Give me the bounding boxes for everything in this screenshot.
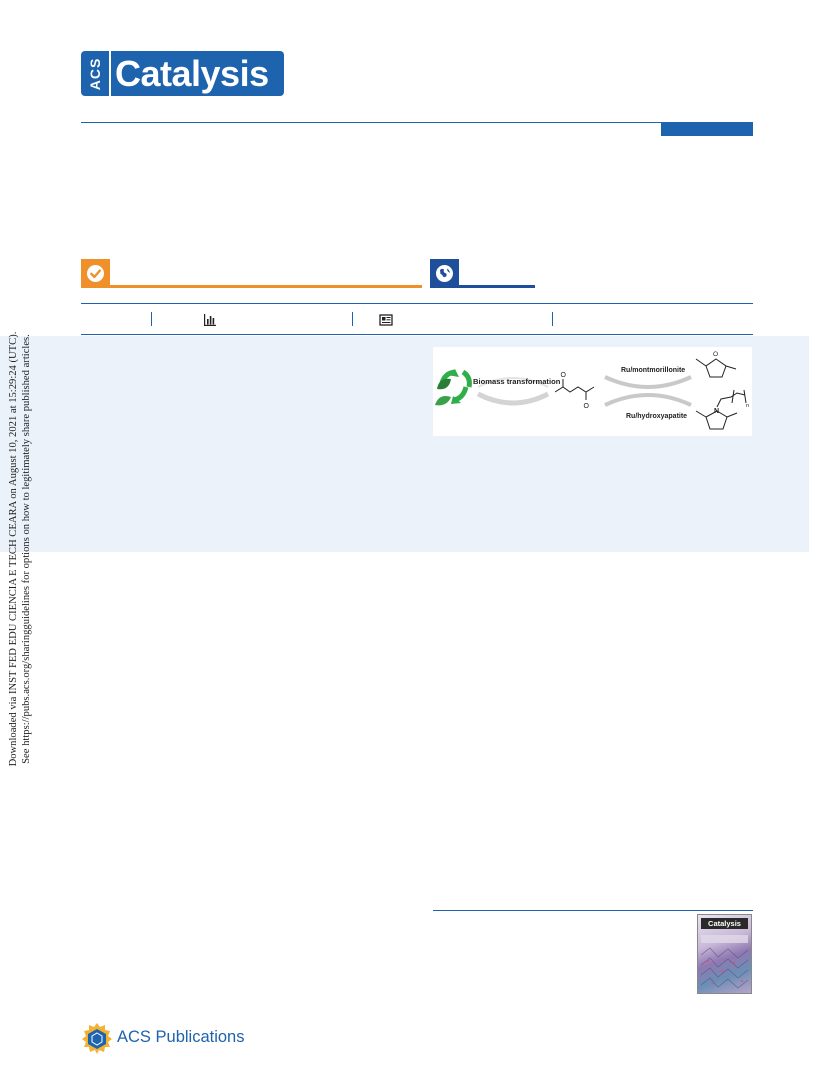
logo-journal-name: Catalysis: [111, 51, 284, 96]
leaf-icon: [435, 378, 451, 406]
publisher-name: ACS Publications: [117, 1028, 245, 1046]
open-access-badge: [81, 259, 110, 288]
pyrrolidine-structure: [695, 389, 747, 430]
header-rule: [81, 122, 753, 123]
cover-art: [700, 935, 749, 989]
journal-logo[interactable]: ACS Catalysis: [81, 51, 284, 96]
checkmark-icon: [87, 265, 104, 282]
biomass-label: Biomass transformation: [473, 377, 561, 386]
reaction-scheme: Biomass transformation O O Ru/montmorill…: [435, 351, 749, 430]
acs-hexagon-icon: [82, 1023, 112, 1054]
license-underline: [459, 285, 535, 288]
svg-text:O: O: [584, 403, 590, 410]
license-badge: [430, 259, 459, 288]
recycle-icon: [439, 369, 472, 404]
catalyst-bottom-label: Ru/hydroxyapatite: [626, 413, 687, 420]
download-stamp: Downloaded via INST FED EDU CIENCIA E TE…: [0, 324, 40, 774]
bar-chart-icon[interactable]: [203, 313, 217, 327]
svg-text:O: O: [561, 372, 567, 379]
logo-acs-text: ACS: [87, 57, 103, 90]
sharing-guidelines-line: See https://pubs.acs.org/sharingguidelin…: [21, 334, 32, 764]
footer-rule: [433, 910, 753, 911]
repeat-n-label: n: [746, 403, 749, 409]
graphical-abstract[interactable]: Biomass transformation O O Ru/montmorill…: [433, 347, 752, 436]
metrics-separator: [552, 312, 553, 326]
nitrogen-label: N: [714, 408, 719, 415]
metrics-separator: [352, 312, 353, 326]
metrics-bar-bottom-rule: [81, 334, 753, 335]
download-stamp-line: Downloaded via INST FED EDU CIENCIA E TE…: [8, 331, 19, 767]
license-banner[interactable]: [430, 259, 535, 288]
journal-cover-thumbnail[interactable]: Catalysis: [697, 914, 752, 994]
dmthf-structure: [695, 358, 737, 378]
logo-acs-block: ACS: [81, 51, 109, 96]
catalyst-top-label: Ru/montmorillonite: [621, 367, 685, 374]
open-access-banner[interactable]: [81, 259, 422, 288]
globe-icon: [436, 265, 453, 282]
article-type-tag: [661, 123, 753, 136]
svg-text:O: O: [713, 351, 718, 358]
metrics-separator: [151, 312, 152, 326]
hexanedione-structure: [554, 379, 595, 400]
open-access-underline: [110, 285, 422, 288]
cover-title: Catalysis: [701, 918, 748, 929]
metrics-bar-top-rule: [81, 303, 753, 304]
acs-publications-logo[interactable]: ACS Publications: [81, 1022, 245, 1054]
article-recommendations-icon[interactable]: [379, 313, 393, 327]
